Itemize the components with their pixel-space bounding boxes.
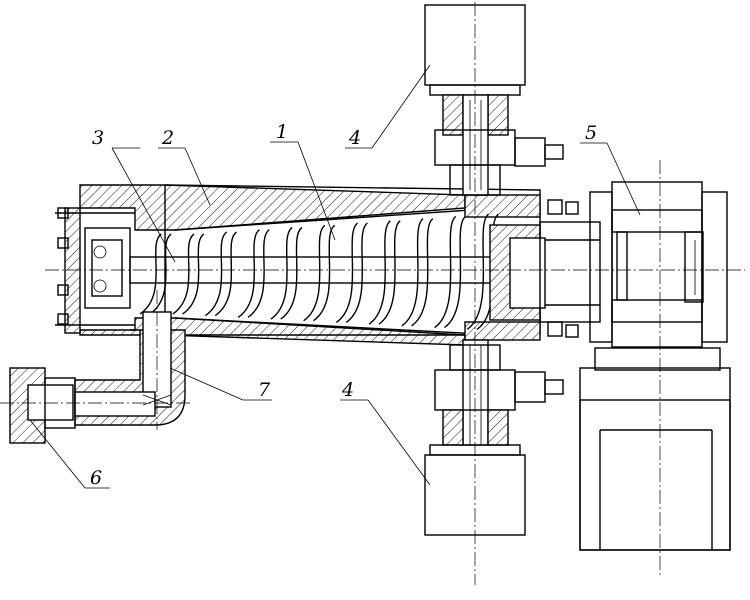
lower-vibrator [424, 339, 564, 536]
callout-4-lower: 4 [341, 379, 354, 401]
center-lines [0, 2, 745, 585]
callout-1: 1 [276, 121, 288, 143]
drive-gearbox [589, 181, 728, 348]
screw-flight [172, 233, 205, 315]
callout-7: 7 [258, 379, 271, 401]
screw-flight [368, 220, 401, 325]
callout-labels: 3 2 1 4 5 4 7 6 [90, 121, 597, 489]
outlet-flange [9, 367, 76, 444]
screw-flight [303, 224, 336, 322]
screw-flights [139, 213, 499, 330]
callout-3: 3 [92, 127, 104, 149]
discharge-elbow [74, 311, 186, 426]
screw-flight [335, 222, 368, 324]
screw-flight [270, 226, 303, 320]
callout-2: 2 [161, 127, 174, 149]
leader-lines [29, 64, 641, 489]
right-bearing-unit [489, 199, 601, 338]
screw-flight [434, 215, 467, 329]
callout-4-upper: 4 [348, 127, 361, 149]
callout-6: 6 [90, 467, 102, 489]
callout-5: 5 [585, 122, 597, 144]
screw-flight [237, 229, 270, 318]
drive-motor [579, 347, 731, 551]
left-bearing-cap [55, 207, 135, 334]
upper-vibrator [424, 4, 564, 196]
screw-flight [205, 231, 238, 317]
screw-flight [401, 218, 434, 327]
